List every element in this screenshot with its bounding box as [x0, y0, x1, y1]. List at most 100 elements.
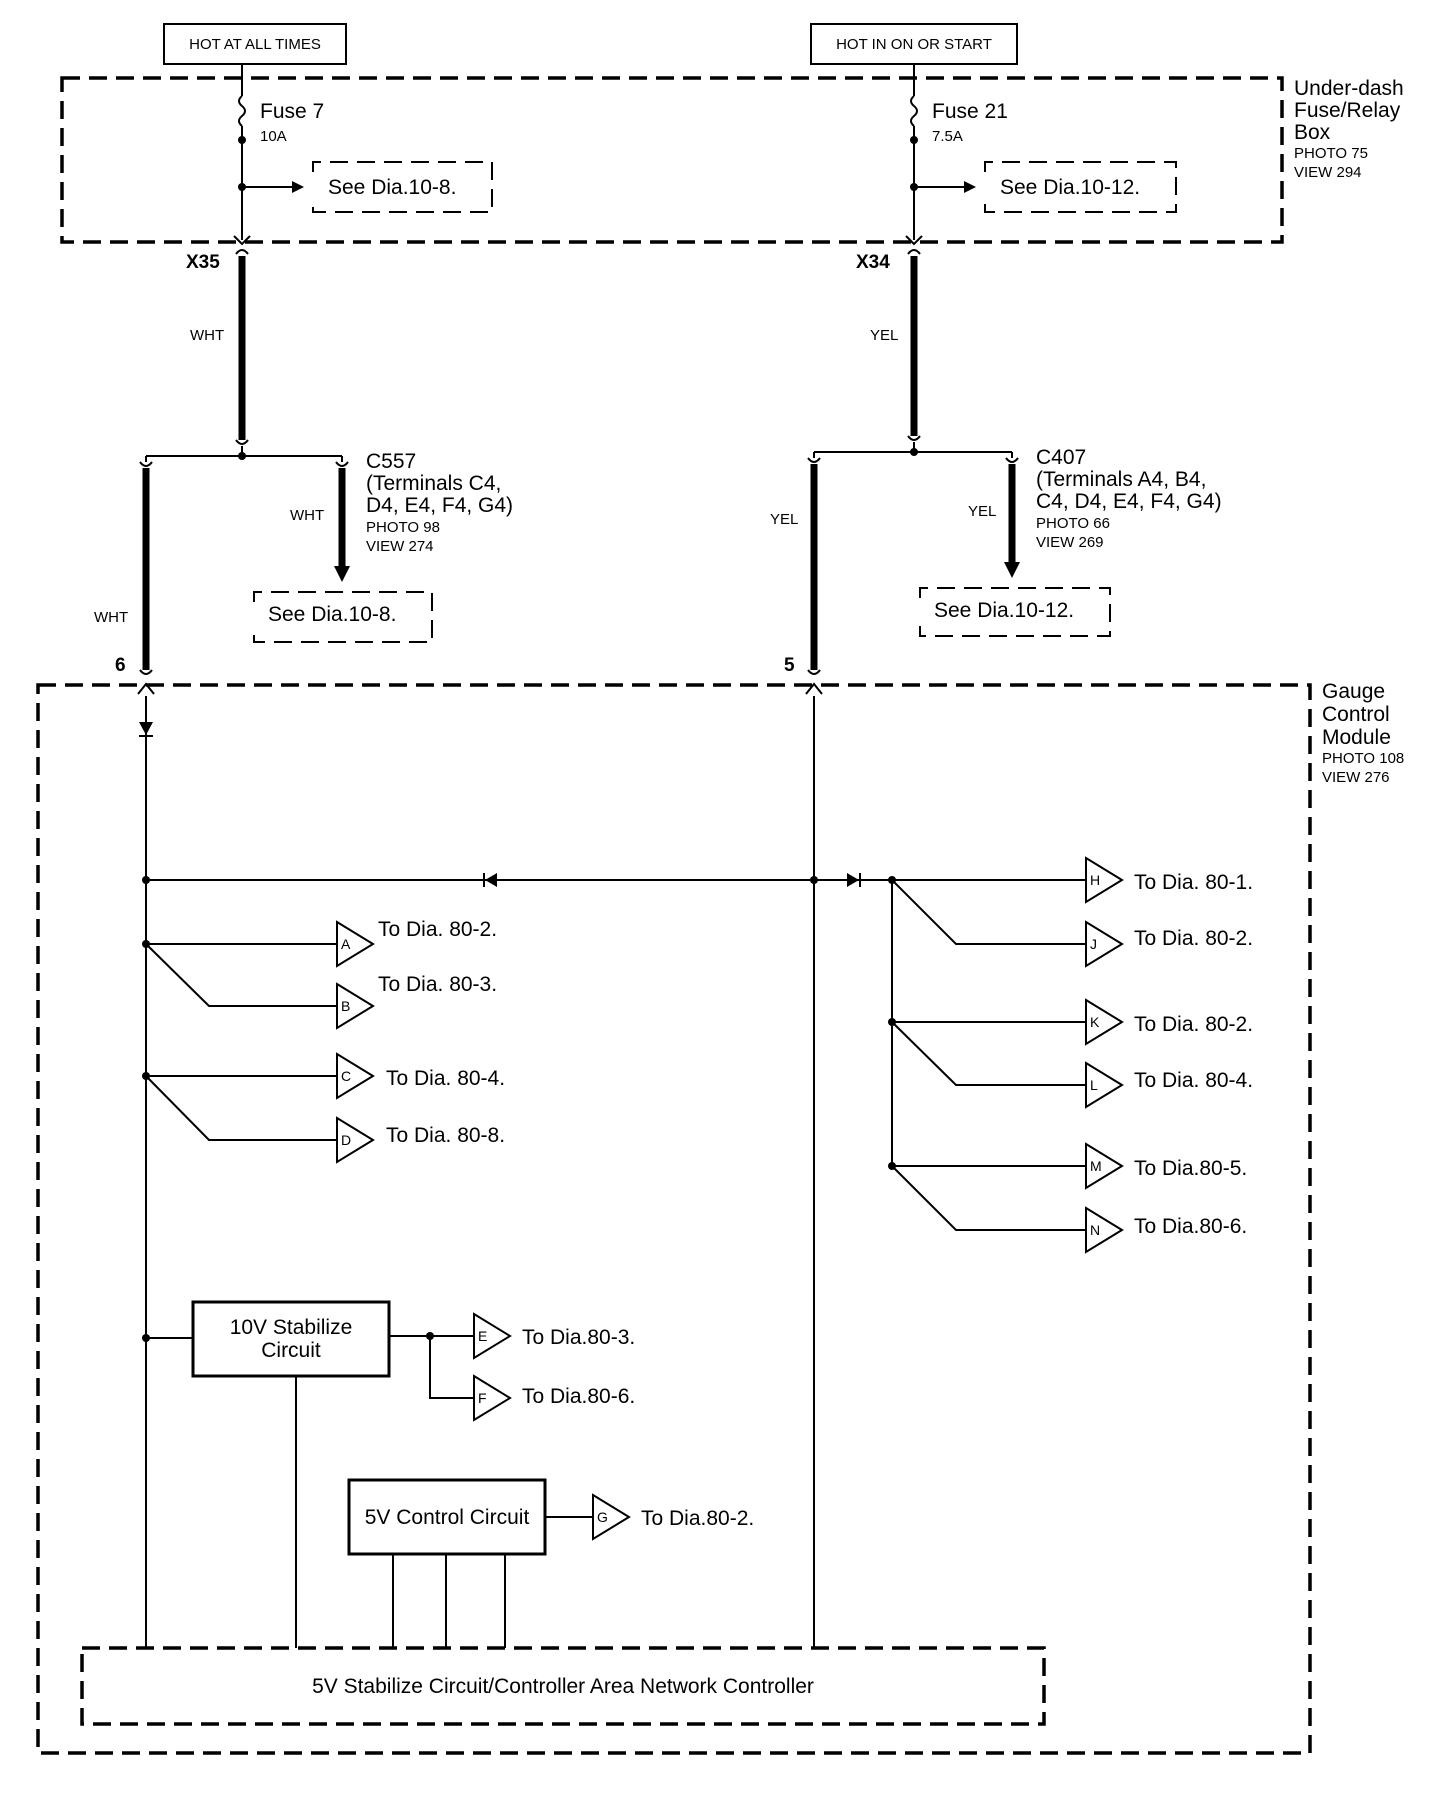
see-box-fuse21	[984, 161, 1177, 213]
output-connector-a: A To Dia. 80-2.	[336, 918, 497, 968]
can-label: 5V Stabilize Circuit/Controller Area Net…	[312, 1675, 814, 1698]
fuse-7-name: Fuse 7	[260, 100, 324, 123]
output-connector-j: J To Dia. 80-2.	[1085, 920, 1253, 968]
connector-destination: To Dia. 80-2.	[378, 918, 497, 941]
c407-branch-color: YEL	[968, 503, 996, 520]
connector-triangle-icon	[336, 920, 375, 968]
fuse-7-see: See Dia.10-8.	[328, 176, 456, 199]
module-photo: PHOTO 108	[1322, 750, 1404, 767]
output-connector-k: K To Dia. 80-2.	[1085, 998, 1253, 1046]
connector-letter: E	[478, 1328, 487, 1344]
c557-terminals-1: (Terminals C4,	[366, 472, 501, 495]
arrow-right-icon	[964, 181, 976, 193]
c407-name: C407	[1036, 446, 1086, 469]
hot-in-on-or-start-text: HOT IN ON OR START	[836, 36, 992, 53]
10v-stabilize-circuit: 10V Stabilize Circuit	[191, 1300, 391, 1378]
connector-destination: To Dia.80-6.	[1134, 1215, 1247, 1238]
connector-triangle-icon	[1085, 920, 1124, 968]
c557-see: See Dia.10-8.	[268, 603, 396, 626]
module-name-2: Control	[1322, 703, 1390, 726]
module-name-3: Module	[1322, 726, 1391, 749]
connector-letter: H	[1090, 872, 1100, 888]
output-connector-c: C To Dia. 80-4.	[336, 1052, 505, 1100]
x34-label: X34	[856, 252, 890, 273]
c557-name: C557	[366, 450, 416, 473]
fuse-box-name-2: Fuse/Relay	[1294, 99, 1401, 122]
see-box-c557	[253, 591, 433, 643]
pin6-label: 6	[115, 655, 126, 676]
connector-triangle-icon	[1085, 1206, 1124, 1254]
connector-letter: A	[341, 936, 351, 952]
fuse-21-see: See Dia.10-12.	[1000, 176, 1140, 199]
fuse-21-name: Fuse 21	[932, 100, 1008, 123]
connector-triangle-icon	[336, 1052, 375, 1100]
connector-triangle-icon	[1085, 1142, 1124, 1190]
connector-destination: To Dia. 80-2.	[1134, 1013, 1253, 1036]
connector-letter: K	[1090, 1014, 1100, 1030]
fuse-21-symbol	[910, 95, 918, 127]
arrow-down-icon	[1004, 562, 1020, 578]
output-connector-d: D To Dia. 80-8.	[336, 1116, 505, 1164]
c557-photo: PHOTO 98	[366, 519, 440, 536]
gauge-control-module-outline	[36, 683, 1312, 1755]
x35-wire-color: WHT	[190, 327, 224, 344]
connector-letter: M	[1090, 1158, 1102, 1174]
c557-branch-color: WHT	[290, 507, 324, 524]
5v-control-circuit: 5V Control Circuit	[347, 1478, 547, 1556]
connector-destination: To Dia.80-6.	[522, 1385, 635, 1408]
output-connector-f: F To Dia.80-6.	[473, 1374, 635, 1422]
connector-triangle-icon	[1085, 998, 1124, 1046]
stab10-label-2: Circuit	[261, 1339, 321, 1362]
power-label-hot-in-on-or-start: HOT IN ON OR START	[810, 23, 1018, 65]
ctrl5-label: 5V Control Circuit	[365, 1506, 530, 1529]
connector-triangle-icon	[473, 1312, 512, 1360]
c557-terminals-2: D4, E4, F4, G4)	[366, 494, 513, 517]
connector-letter: L	[1090, 1077, 1098, 1093]
pin6-wire-color: WHT	[94, 609, 128, 626]
module-name-1: Gauge	[1322, 680, 1385, 703]
c407-terminals-1: (Terminals A4, B4,	[1036, 468, 1206, 491]
arrow-right-icon	[292, 181, 304, 193]
fuse-box-name-3: Box	[1294, 121, 1331, 144]
diode-icon	[485, 873, 497, 887]
hot-at-all-times-text: HOT AT ALL TIMES	[189, 36, 321, 53]
x34-wire-color: YEL	[870, 327, 898, 344]
c407-see: See Dia.10-12.	[934, 599, 1074, 622]
c407-photo: PHOTO 66	[1036, 515, 1110, 532]
connector-destination: To Dia. 80-2.	[1134, 927, 1253, 950]
connector-letter: G	[597, 1509, 608, 1525]
connector-letter: C	[341, 1068, 351, 1084]
connector-triangle-icon	[336, 1116, 375, 1164]
fuse-box-view: VIEW 294	[1294, 164, 1362, 181]
connector-destination: To Dia.80-2.	[641, 1507, 754, 1530]
c557-view: VIEW 274	[366, 538, 434, 555]
stab10-label-1: 10V Stabilize	[230, 1316, 353, 1339]
c557-splice: WHT WHT C557 (Terminals C4, D4, E4, F4, …	[94, 446, 513, 670]
connector-letter: B	[341, 998, 350, 1014]
fuse-box-name-1: Under-dash	[1294, 77, 1404, 100]
connector-letter: D	[341, 1132, 351, 1148]
connector-destination: To Dia. 80-8.	[386, 1124, 505, 1147]
connector-destination: To Dia.80-5.	[1134, 1157, 1247, 1180]
connector-destination: To Dia. 80-4.	[386, 1067, 505, 1090]
connector-letter: F	[478, 1390, 487, 1406]
connector-triangle-icon	[592, 1493, 631, 1541]
output-connector-g: G To Dia.80-2.	[592, 1493, 754, 1541]
module-view: VIEW 276	[1322, 769, 1390, 786]
output-connectors: A To Dia. 80-2. BTo Dia. 80-3. C To Dia. 80-…	[336, 856, 1253, 1541]
see-box-fuse7	[312, 161, 493, 213]
output-connector-b: BTo Dia. 80-3.	[336, 973, 497, 1030]
fuse-box-photo: PHOTO 75	[1294, 145, 1368, 162]
can-controller: 5V Stabilize Circuit/Controller Area Net…	[80, 1646, 1046, 1726]
power-label-hot-at-all-times: HOT AT ALL TIMES	[163, 23, 347, 65]
fuse-21-circuit: Fuse 21 7.5A See Dia.10-12.	[910, 64, 1177, 240]
output-connector-m: M To Dia.80-5.	[1085, 1142, 1247, 1190]
c407-splice: YEL YEL C407 (Terminals A4, B4, C4, D4, …	[770, 442, 1222, 670]
connector-letter: J	[1090, 936, 1097, 952]
fuse-relay-box-outline	[60, 76, 1284, 244]
x35-label: X35	[186, 252, 220, 273]
diode-icon	[847, 873, 859, 887]
